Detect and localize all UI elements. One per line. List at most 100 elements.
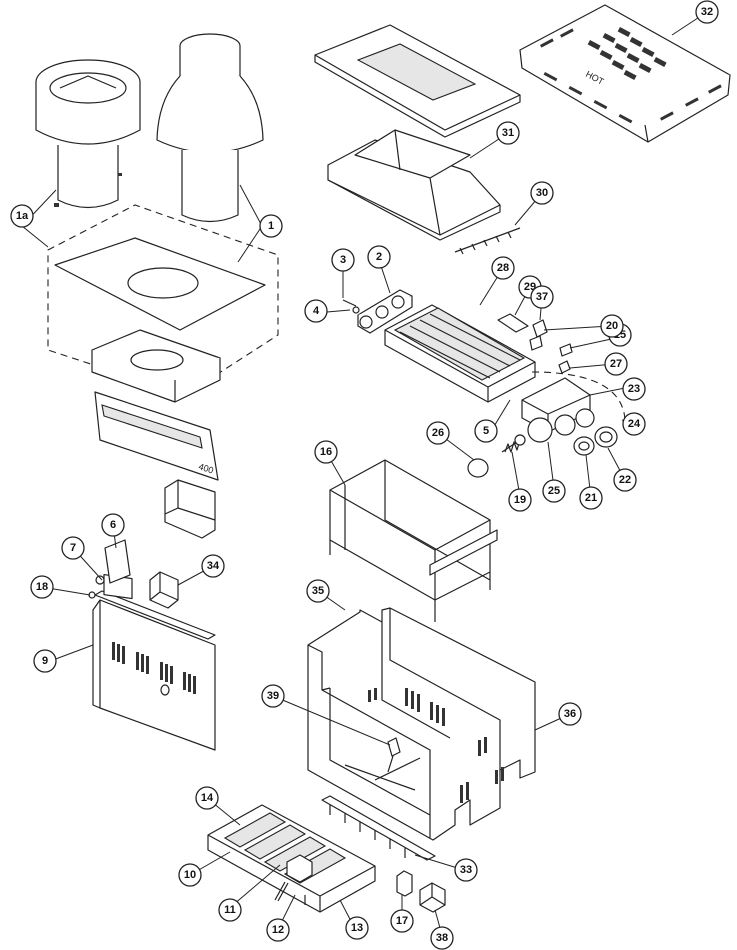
heat-exchanger — [384, 304, 536, 403]
svg-text:35: 35 — [312, 585, 324, 597]
callout-2: 2 — [367, 245, 391, 269]
callout-11: 11 — [218, 898, 242, 922]
svg-text:32: 32 — [701, 6, 713, 18]
svg-text:27: 27 — [610, 358, 622, 370]
rocker-switch — [95, 575, 105, 585]
callout-19: 19 — [508, 488, 532, 512]
svg-text:2: 2 — [376, 251, 382, 263]
svg-text:16: 16 — [320, 446, 332, 458]
svg-text:36: 36 — [564, 708, 576, 720]
top-panel — [314, 24, 521, 138]
callout-10: 10 — [178, 863, 202, 887]
vent-cap-1a — [35, 59, 141, 209]
control-panel — [92, 599, 216, 751]
drain-plug — [467, 458, 489, 478]
vent-assembly-group-outline — [47, 204, 279, 396]
flue-adapter — [91, 329, 221, 403]
svg-text:1: 1 — [268, 220, 274, 232]
svg-text:38: 38 — [436, 932, 448, 944]
svg-text:18: 18 — [36, 581, 48, 593]
svg-text:34: 34 — [207, 560, 220, 572]
svg-text:7: 7 — [70, 542, 76, 554]
callout-24: 24 — [622, 412, 646, 436]
svg-text:5: 5 — [483, 425, 489, 437]
callout-9: 9 — [33, 649, 57, 673]
header-bolt — [342, 299, 360, 314]
exchanger-baffle — [497, 313, 529, 333]
callout-5: 5 — [474, 419, 498, 443]
svg-text:26: 26 — [432, 427, 444, 439]
svg-text:12: 12 — [272, 924, 284, 936]
callout-1: 1 — [259, 214, 283, 238]
svg-text:28: 28 — [497, 262, 509, 274]
svg-text:23: 23 — [628, 383, 640, 395]
flue-collector — [327, 129, 501, 241]
callout-1a: 1a — [10, 204, 34, 228]
callout-12: 12 — [266, 918, 290, 942]
callout-32: 32 — [695, 0, 719, 24]
svg-text:6: 6 — [110, 519, 116, 531]
callout-13: 13 — [345, 916, 369, 940]
hot-surface-igniter — [396, 870, 413, 897]
callout-39: 39 — [261, 684, 285, 708]
callout-4: 4 — [304, 299, 328, 323]
front-bezel: 400 — [94, 391, 219, 481]
igniter-bracket — [419, 882, 446, 913]
union-fittings — [573, 426, 618, 456]
callout-22: 22 — [613, 468, 637, 492]
transformer — [149, 571, 179, 609]
callout-21: 21 — [579, 486, 603, 510]
svg-text:11: 11 — [224, 904, 236, 916]
svg-text:37: 37 — [536, 291, 548, 303]
callout-6: 6 — [101, 513, 125, 537]
svg-text:9: 9 — [42, 655, 48, 667]
callout-28: 28 — [491, 256, 515, 280]
svg-text:13: 13 — [351, 922, 363, 934]
svg-text:4: 4 — [313, 305, 320, 317]
callout-27: 27 — [604, 352, 628, 376]
callout-16: 16 — [314, 440, 338, 464]
gas-valve — [286, 854, 313, 883]
callout-20: 20 — [600, 314, 624, 338]
thermistor — [558, 343, 573, 374]
flame-sensor — [387, 737, 401, 773]
callout-35: 35 — [306, 579, 330, 603]
svg-text:1a: 1a — [16, 210, 29, 222]
pressure-switch — [529, 319, 548, 351]
bypass-spring-valve — [501, 434, 526, 453]
vent-stack-1 — [156, 33, 264, 223]
callout-33: 33 — [454, 858, 478, 882]
callout-23: 23 — [622, 377, 646, 401]
jacket-assembly — [307, 607, 536, 841]
callout-31: 31 — [496, 121, 520, 145]
svg-text:17: 17 — [396, 915, 408, 927]
callout-30: 30 — [530, 181, 554, 205]
callout-38: 38 — [430, 926, 454, 950]
baffle-strip — [454, 227, 521, 255]
bezel-model-stamp: 400 — [197, 461, 214, 475]
inlet-outlet-header — [357, 289, 413, 334]
svg-text:14: 14 — [201, 792, 214, 804]
top-cover: HOT — [519, 4, 731, 143]
svg-text:24: 24 — [628, 418, 641, 430]
svg-text:30: 30 — [536, 187, 548, 199]
callout-25: 25 — [542, 479, 566, 503]
callout-18: 18 — [30, 575, 54, 599]
svg-text:31: 31 — [502, 127, 514, 139]
svg-text:33: 33 — [460, 864, 472, 876]
callout-17: 17 — [390, 909, 414, 933]
callout-14: 14 — [195, 786, 219, 810]
gas-manifold — [274, 881, 306, 905]
controller-board — [104, 539, 131, 584]
callout-36: 36 — [558, 702, 582, 726]
burner-tray — [207, 804, 376, 913]
callouts: 1a 1 2 3 4 5 6 7 9 10 11 12 13 14 15 16 … — [10, 0, 719, 950]
callout-26: 26 — [426, 421, 450, 445]
burner-shield — [321, 795, 436, 861]
svg-text:21: 21 — [585, 492, 597, 504]
valve-dashed-outline — [531, 371, 626, 421]
callout-7: 7 — [61, 536, 85, 560]
callout-34: 34 — [201, 554, 225, 578]
svg-text:25: 25 — [548, 485, 560, 497]
